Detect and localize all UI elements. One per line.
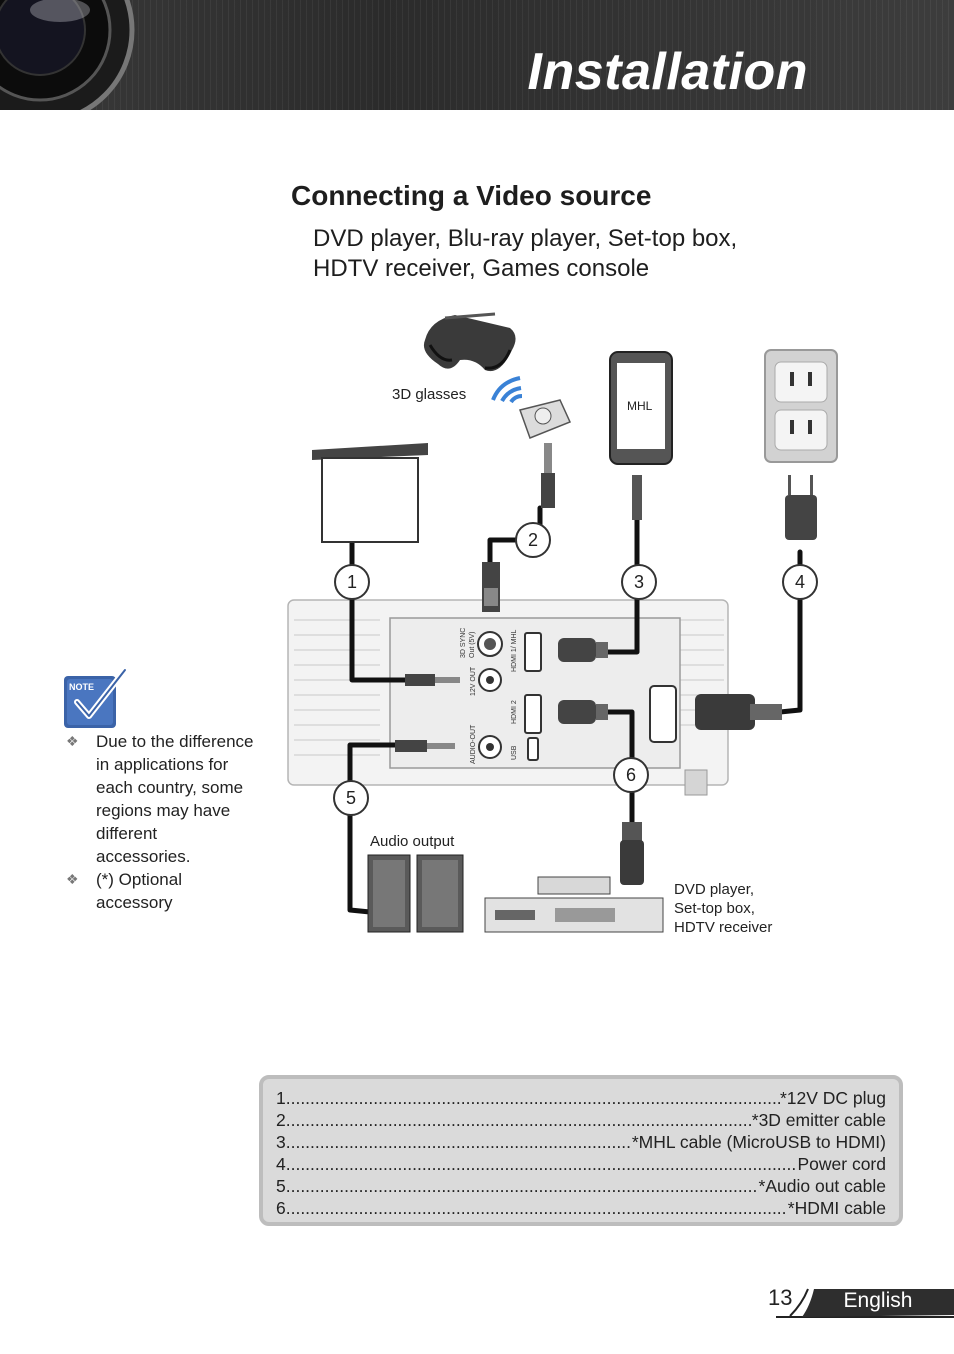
legend-label: *Audio out cable xyxy=(758,1176,886,1196)
port-panel: 3D SYNC Out (5V) HDMI 1/ MHL 12V OUT HDM… xyxy=(460,628,677,764)
svg-text:2: 2 xyxy=(528,530,538,550)
smartphone-icon: MHL xyxy=(609,351,673,520)
legend-row: 6 *HDMI cable xyxy=(276,1197,886,1219)
wireless-signal-icon xyxy=(491,376,523,404)
legend-number: 6 xyxy=(276,1198,286,1218)
svg-text:5: 5 xyxy=(346,788,356,808)
port-label-usb: USB xyxy=(511,745,518,760)
svg-text:NOTE: NOTE xyxy=(69,682,94,692)
hdmi-connector-top-icon xyxy=(558,638,608,662)
callout-2: 2 xyxy=(515,522,551,558)
legend-row: 3 *MHL cable (MicroUSB to HDMI) xyxy=(276,1131,886,1153)
wall-outlet-icon xyxy=(764,349,838,463)
legend-number: 1 xyxy=(276,1088,286,1108)
legend-row: 5 *Audio out cable xyxy=(276,1175,886,1197)
note-list: ❖ Due to the difference in applications … xyxy=(64,730,254,914)
note-item: ❖ Due to the difference in applications … xyxy=(64,730,254,868)
callout-4: 4 xyxy=(782,564,818,600)
callout-6: 6 xyxy=(613,757,649,793)
legend-row: 2 *3D emitter cable xyxy=(276,1109,886,1131)
legend-number: 5 xyxy=(276,1176,286,1196)
svg-text:3: 3 xyxy=(634,572,644,592)
port-label-hdmi1: HDMI 1/ MHL xyxy=(511,630,518,673)
callout-1: 1 xyxy=(334,564,370,600)
legend-label: *MHL cable (MicroUSB to HDMI) xyxy=(631,1132,886,1152)
dvd-label-line-2: Set-top box, xyxy=(674,900,755,917)
3d-glasses-icon xyxy=(423,312,516,372)
header-texture xyxy=(0,0,954,110)
port-label-12v: 12V OUT xyxy=(470,666,477,696)
footer-tab xyxy=(776,1288,954,1318)
hdmi-connector-bottom-icon xyxy=(558,700,608,724)
port-label-hdmi2: HDMI 2 xyxy=(511,700,518,724)
note-item: ❖ (*) Optional accessory xyxy=(64,868,254,914)
port-label-sync-out: Out (5V) xyxy=(469,632,476,658)
header-title: Installation xyxy=(527,43,808,101)
mhl-label: MHL xyxy=(627,399,653,413)
speakers-icon xyxy=(367,854,464,933)
dvd-player-icon xyxy=(484,876,664,933)
legend-dots xyxy=(286,1175,759,1197)
diamond-bullet-icon: ❖ xyxy=(66,733,79,749)
3d-emitter-icon xyxy=(519,399,572,508)
connection-diagram: 3D SYNC Out (5V) HDMI 1/ MHL 12V OUT HDM… xyxy=(287,312,838,936)
note-check-icon: NOTE xyxy=(64,668,128,728)
svg-text:4: 4 xyxy=(795,572,805,592)
power-connector-icon xyxy=(695,694,782,730)
power-plug-icon xyxy=(785,475,817,540)
legend-label: *12V DC plug xyxy=(779,1088,886,1108)
audio-plug-icon xyxy=(395,740,455,752)
legend-label: *HDMI cable xyxy=(787,1198,886,1218)
dvd-label-line-3: HDTV receiver xyxy=(674,919,772,936)
hdmi-plug-icon xyxy=(620,822,644,885)
page-number: 13 xyxy=(768,1285,793,1310)
legend-row: 1 *12V DC plug xyxy=(276,1087,886,1109)
section-title: Connecting a Video source xyxy=(291,180,652,211)
cable-legend: 1 *12V DC plug 2 *3D emitter cable 3 *MHL … xyxy=(259,1075,903,1226)
legend-dots xyxy=(286,1109,752,1131)
callout-3: 3 xyxy=(621,564,657,600)
legend-number: 4 xyxy=(276,1154,286,1174)
legend-number: 3 xyxy=(276,1132,286,1152)
legend-label: Power cord xyxy=(797,1154,886,1174)
note-item-text: Due to the difference in applications fo… xyxy=(96,732,254,866)
callout-5: 5 xyxy=(333,780,369,816)
port-label-audio-out: AUDIO-OUT xyxy=(470,724,477,764)
legend-number: 2 xyxy=(276,1110,286,1130)
section-subtitle: DVD player, Blu-ray player, Set-top box,… xyxy=(313,224,737,284)
audio-output-label: Audio output xyxy=(370,833,455,850)
subtitle-line-1: DVD player, Blu-ray player, Set-top box, xyxy=(313,225,738,252)
language-label: English xyxy=(843,1289,913,1312)
svg-text:1: 1 xyxy=(347,572,357,592)
legend-dots xyxy=(286,1197,788,1219)
svg-text:6: 6 xyxy=(626,765,636,785)
legend-row: 4 Power cord xyxy=(276,1153,886,1175)
subtitle-line-2: HDTV receiver, Games console xyxy=(313,255,650,282)
legend-dots xyxy=(286,1153,798,1175)
note-item-text: (*) Optional accessory xyxy=(96,870,182,912)
diamond-bullet-icon: ❖ xyxy=(66,871,79,887)
port-label-sync: 3D SYNC xyxy=(460,628,467,658)
header-banner: Installation xyxy=(0,0,954,110)
callouts: 1 2 3 4 5 6 xyxy=(333,522,818,816)
projector-lens-icon xyxy=(0,0,135,110)
legend-dots xyxy=(286,1131,632,1153)
legend-label: *3D emitter cable xyxy=(751,1110,886,1130)
dc-plug-icon xyxy=(405,674,460,686)
legend-dots xyxy=(286,1087,780,1109)
3d-sync-connector-icon xyxy=(482,562,500,612)
dvd-label-line-1: DVD player, xyxy=(674,881,754,898)
glasses-label: 3D glasses xyxy=(392,386,466,403)
projection-screen-icon xyxy=(312,443,428,543)
